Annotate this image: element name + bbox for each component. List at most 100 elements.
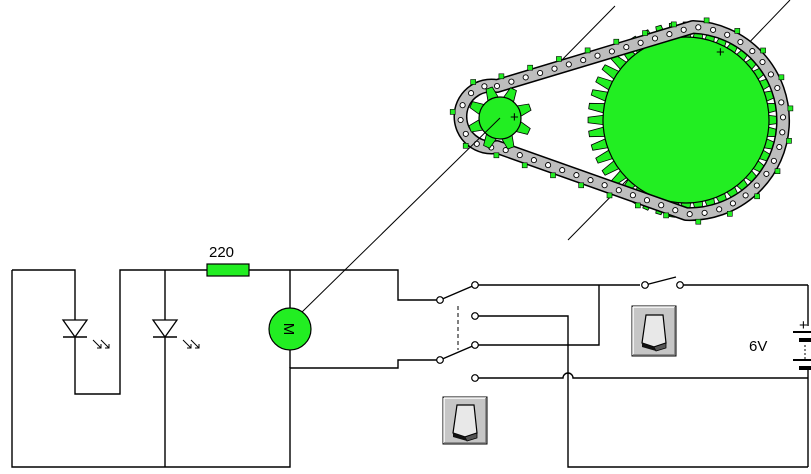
switch-contact	[471, 281, 479, 289]
chain-link	[749, 48, 756, 55]
chain-tooth	[734, 28, 741, 34]
switch-contact	[641, 281, 649, 289]
chain-tooth	[695, 218, 702, 225]
chain-link	[594, 52, 601, 59]
switch-contact	[436, 356, 444, 364]
chain-link	[643, 197, 651, 204]
chain-link	[710, 26, 717, 33]
chain-link	[637, 39, 644, 46]
chain-link	[742, 192, 749, 199]
chain-link	[666, 31, 673, 38]
chain-link	[672, 207, 679, 214]
motor-symbol: M	[280, 323, 297, 336]
chain-drive: + +	[449, 0, 794, 241]
switch-contact	[471, 312, 479, 320]
led-circuit: 220 M	[11, 244, 440, 468]
resistor-icon[interactable]	[206, 263, 250, 277]
chain-link	[522, 74, 529, 81]
motor-icon[interactable]	[268, 307, 312, 351]
chain-link	[759, 58, 766, 66]
switch-blade-lower	[439, 344, 476, 361]
chain-link	[601, 182, 608, 189]
wire-bottom-loop	[11, 270, 440, 468]
chain-tooth	[493, 152, 500, 159]
chain-link	[753, 182, 760, 189]
chain-link	[763, 170, 770, 177]
chain-link	[770, 157, 777, 164]
chain-link	[686, 211, 693, 218]
chain-teeth	[449, 17, 794, 225]
small-gear-marker: +	[510, 109, 519, 126]
chain-link	[716, 206, 723, 213]
chain-tooth	[774, 168, 781, 174]
chain-link	[767, 71, 774, 78]
chain-link	[658, 202, 665, 209]
chain-link	[559, 167, 566, 174]
rocker-switch-icon	[452, 404, 478, 442]
chain-link	[537, 69, 544, 77]
chain-link	[481, 83, 488, 90]
large-gear-marker: +	[716, 44, 725, 61]
chain-link	[516, 152, 523, 159]
wire-cross-b	[475, 372, 808, 379]
chain-tooth	[703, 17, 710, 24]
wire-cross-a	[475, 285, 600, 346]
chain-link	[729, 200, 736, 207]
resistor-label: 220	[209, 244, 234, 261]
switch-contact	[676, 281, 684, 289]
chain-link	[701, 209, 708, 216]
large-gear-icon[interactable]	[602, 36, 770, 204]
chain-tooth	[578, 182, 585, 189]
battery-icon[interactable]	[793, 285, 811, 467]
construction-line-small-gear	[555, 5, 616, 67]
chain-tooth	[760, 47, 766, 54]
wire-bottom-bus	[475, 315, 808, 468]
chain-tooth	[527, 64, 533, 71]
chain-link	[776, 143, 783, 151]
chain-tooth	[606, 192, 613, 199]
chain-link	[508, 78, 515, 85]
chain-tooth	[786, 138, 792, 144]
chain-link	[724, 31, 731, 38]
rocker-switch-icon	[641, 314, 667, 352]
chain-links	[457, 24, 787, 218]
chain-tooth	[550, 172, 556, 179]
switch-contact	[436, 296, 444, 304]
chain-tooth	[584, 47, 591, 54]
chain-link	[545, 162, 552, 169]
battery-plus: +	[799, 317, 808, 334]
switch-blade	[644, 276, 677, 286]
chain-link	[623, 44, 630, 51]
chain-tooth	[787, 105, 794, 112]
chain-link	[629, 192, 636, 199]
switch-gap	[640, 278, 682, 290]
chain-link	[615, 187, 622, 194]
chain-link	[779, 129, 786, 136]
chain-link	[468, 90, 475, 97]
chain-link	[457, 116, 464, 124]
chain-link	[580, 57, 587, 64]
chain-link	[459, 102, 466, 109]
motor-shaft	[299, 117, 501, 315]
chain-link	[737, 38, 744, 46]
chain-link	[573, 172, 580, 179]
led-icon	[61, 319, 110, 349]
chain-tooth	[663, 212, 669, 219]
led-icon	[151, 319, 200, 349]
switch-contact	[471, 374, 479, 382]
chain-tooth	[634, 202, 641, 209]
rocker-switch-button-dpdt[interactable]	[442, 396, 488, 445]
chain-link	[587, 177, 594, 184]
chain-link	[779, 114, 787, 121]
chain-tooth	[613, 38, 620, 45]
chain-link	[565, 61, 572, 68]
chain-tooth	[726, 211, 733, 217]
chain-link	[502, 147, 509, 154]
chain-tooth	[556, 56, 562, 62]
switch-contact	[471, 341, 479, 349]
rocker-switch-button-spst[interactable]	[631, 305, 677, 357]
chain-tooth	[462, 143, 469, 149]
chain-tooth	[670, 21, 677, 28]
chain-tooth	[521, 162, 528, 169]
